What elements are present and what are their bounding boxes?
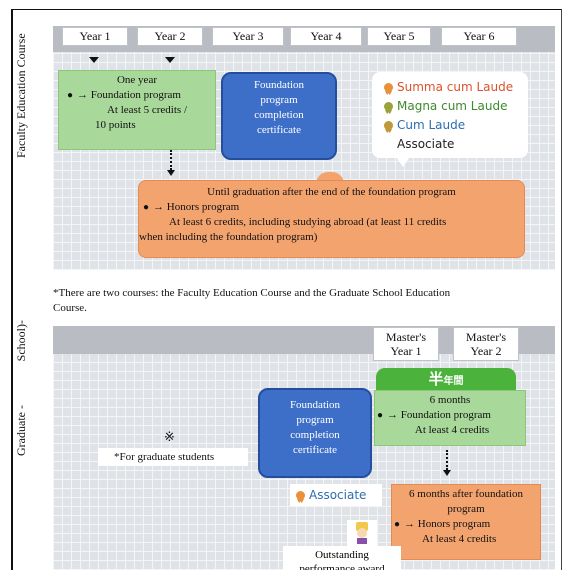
certificate-line-3: completion (254, 109, 304, 121)
grad-foundation-credits: At least 4 credits (414, 424, 490, 436)
honors-program-box: Until graduation after the end of the fo… (138, 180, 525, 258)
year-3-header: Year 3 (212, 27, 284, 46)
silver-medal-icon (384, 102, 393, 111)
grad-associate-label: Associate (309, 488, 367, 502)
bullet-icon: ● (377, 410, 384, 421)
honor-magna-label: Magna cum Laude (397, 99, 508, 113)
honor-magna: Magna cum Laude (384, 97, 528, 116)
masters-year-2-line-1: Master's (465, 330, 507, 344)
side-label-faculty: Faculty Education Course (14, 33, 28, 158)
foundation-program-text: → Foundation program (77, 89, 181, 101)
grad-foundation-program-text: → Foundation program (387, 409, 491, 421)
grad-certificate-line-1: Foundation (289, 399, 341, 411)
honor-cum-label: Cum Laude (397, 118, 466, 132)
half-year-small: 年間 (443, 376, 464, 387)
grad-associate-badge: Associate (290, 484, 382, 506)
courses-note-line-2: Course. (53, 302, 87, 314)
grad-certificate-line-4: certificate (293, 444, 337, 456)
year-2-header: Year 2 (137, 27, 203, 46)
faculty-arrow-head-icon (167, 170, 175, 176)
grad-arrow-head-icon (443, 470, 451, 476)
foundation-points: 10 points (95, 119, 136, 131)
grad-foundation-duration: 6 months (429, 394, 471, 406)
bronze-medal-icon (384, 121, 393, 130)
honors-program-text: → Honors program (153, 201, 240, 213)
year-1-header: Year 1 (62, 27, 128, 46)
honor-summa-label: Summa cum Laude (397, 80, 514, 94)
foundation-program-label: ●→ Foundation program (59, 88, 215, 103)
grad-foundation-box: 6 months ●→ Foundation program At least … (374, 390, 526, 446)
certificate-line-4: certificate (257, 124, 301, 136)
grad-honors-program: ●→ Honors program (392, 517, 540, 532)
grad-certificate-bubble: Foundation program completion certificat… (258, 388, 372, 478)
bullet-icon: ● (394, 519, 401, 530)
masters-year-1-line-1: Master's (385, 330, 427, 344)
half-year-big: 半 (428, 370, 444, 388)
certificate-line-2: program (260, 94, 298, 106)
honor-cum: Cum Laude (384, 116, 528, 135)
honors-levels-bubble: Summa cum Laude Magna cum Laude Cum Laud… (372, 72, 528, 158)
grad-foundation-program: ●→ Foundation program (375, 408, 525, 423)
foundation-program-box: One year ●→ Foundation program At least … (58, 70, 216, 150)
half-year-tab: 半年間 (376, 368, 516, 390)
year-1-marker-icon (89, 57, 99, 63)
masters-year-2-header: Master's Year 2 (453, 327, 519, 361)
courses-note: *There are two courses: the Faculty Educ… (53, 286, 553, 316)
grad-progress-arrow (446, 450, 448, 470)
faculty-progress-arrow (170, 150, 172, 170)
side-label-school: School)- (14, 320, 28, 362)
honors-credits: At least 6 credits, including studying a… (169, 216, 447, 228)
masters-year-2-line-2: Year 2 (470, 344, 502, 358)
honors-program-label: ●→ Honors program (139, 200, 524, 215)
grad-certificate-line-3: completion (290, 429, 340, 441)
honors-credits-note: when including the foundation program) (139, 231, 318, 243)
outstanding-line-2: performance award (299, 563, 385, 570)
grad-note-text: *For graduate students (114, 451, 215, 463)
masters-year-1-header: Master's Year 1 (373, 327, 439, 361)
grad-honors-period-2: program (447, 503, 485, 515)
grad-honors-box: 6 months after foundation program ●→ Hon… (391, 484, 541, 560)
certificate-line-1: Foundation (253, 79, 305, 91)
grad-certificate-line-2: program (296, 414, 334, 426)
foundation-credits: At least 5 credits / (106, 104, 188, 116)
honor-associate: Associate (384, 135, 528, 154)
grad-honors-period: 6 months after foundation (409, 488, 523, 500)
associate-medal-icon (296, 491, 305, 500)
foundation-certificate-bubble: Foundation program completion certificat… (221, 72, 337, 160)
year-5-header: Year 5 (367, 27, 431, 46)
year-4-header: Year 4 (290, 27, 362, 46)
grad-note-box (98, 448, 248, 466)
foundation-duration: One year (116, 74, 157, 86)
honor-summa: Summa cum Laude (384, 78, 528, 97)
year-2-marker-icon (165, 57, 175, 63)
gold-medal-icon (384, 83, 393, 92)
grad-note-mark: ※ (164, 429, 175, 444)
masters-year-1-line-2: Year 1 (390, 344, 422, 358)
bubble-tail (395, 155, 411, 167)
outstanding-award-box: Outstanding performance award (283, 546, 401, 570)
bullet-icon: ● (143, 202, 150, 213)
year-6-header: Year 6 (441, 27, 517, 46)
courses-note-line-1: *There are two courses: the Faculty Educ… (53, 287, 451, 299)
bullet-icon: ● (67, 90, 74, 101)
grad-honors-credits: At least 4 credits (422, 533, 497, 545)
grad-honors-program-text: → Honors program (404, 518, 491, 530)
honor-associate-label: Associate (397, 137, 455, 151)
side-label-graduate: Graduate - (14, 405, 28, 456)
trophy-icon (347, 520, 377, 546)
honors-period: Until graduation after the end of the fo… (207, 186, 456, 198)
outstanding-line-1: Outstanding (315, 549, 369, 561)
